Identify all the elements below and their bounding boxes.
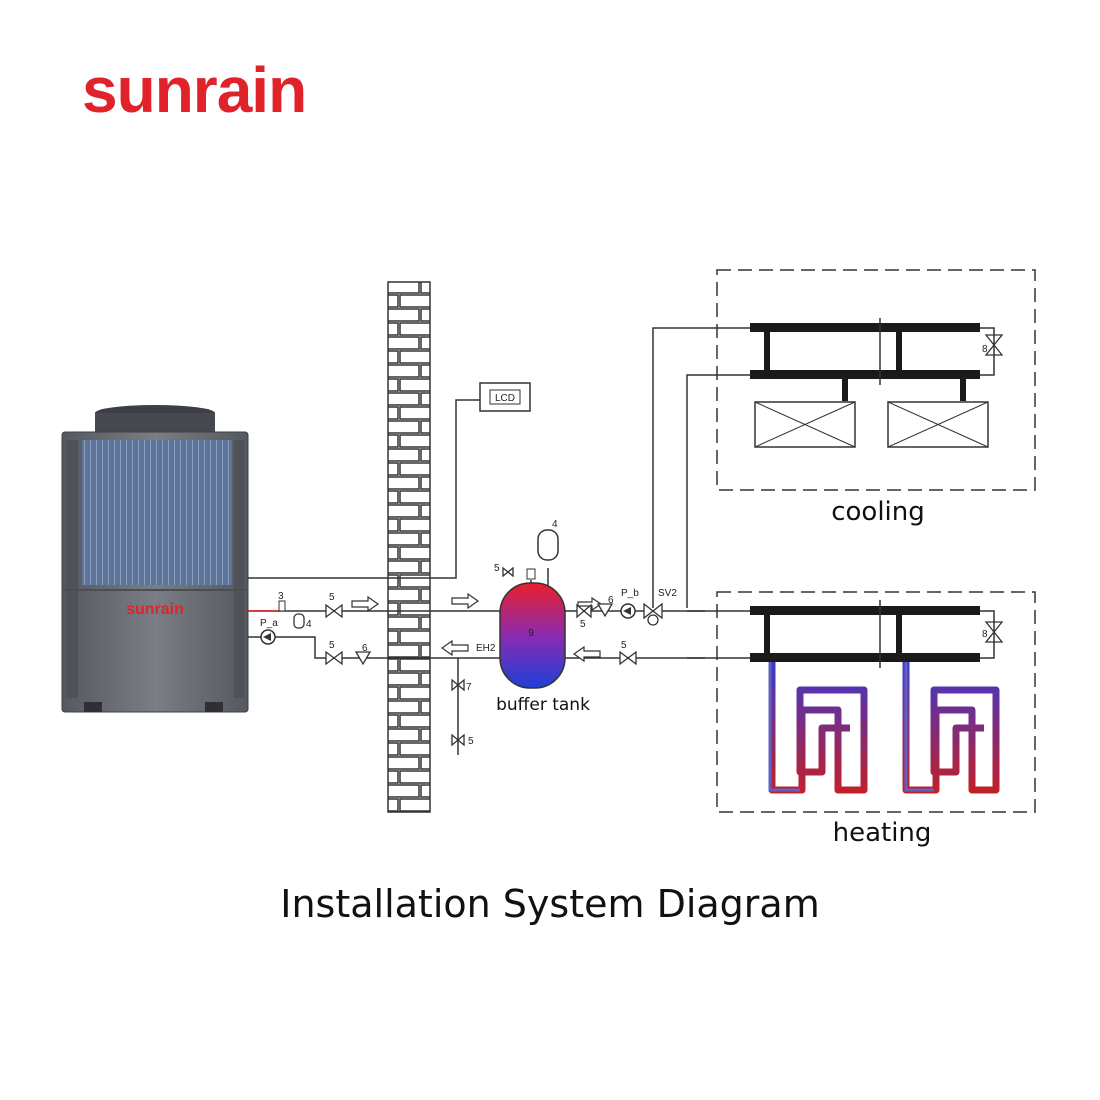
svg-text:7: 7 (466, 682, 472, 693)
expansion-tank-small (293, 613, 305, 629)
three-way-valve-sv2 (643, 602, 663, 626)
svg-text:P_a: P_a (260, 618, 278, 629)
svg-text:5: 5 (329, 592, 335, 603)
floor-heating-coils-inner (768, 662, 934, 792)
svg-text:5: 5 (580, 619, 586, 630)
heating-zone (716, 591, 1036, 813)
flow-arrows (351, 592, 603, 663)
heating-label: heating (833, 818, 932, 848)
expansion-tank (537, 529, 559, 561)
svg-text:3: 3 (278, 591, 284, 602)
svg-text:4: 4 (552, 519, 558, 530)
buffer-tank-label: buffer tank (496, 695, 590, 715)
sensor-3 (278, 600, 286, 612)
svg-text:4: 4 (306, 619, 312, 630)
svg-text:EH2: EH2 (476, 643, 496, 654)
svg-text:5: 5 (621, 640, 627, 651)
fan-coil-2 (887, 401, 989, 448)
svg-text:6: 6 (608, 595, 614, 606)
lcd-controller: LCD (479, 382, 531, 412)
svg-text:5: 5 (329, 640, 335, 651)
svg-text:5: 5 (494, 563, 500, 574)
unit-brand-badge: sunrain (126, 601, 184, 618)
brick-wall (387, 281, 431, 813)
tank-number: 9 (528, 628, 534, 639)
svg-text:P_b: P_b (621, 588, 639, 599)
pump-a (260, 629, 276, 645)
fan-coil-1 (754, 401, 856, 448)
svg-text:6: 6 (362, 643, 368, 654)
cooling-label: cooling (831, 497, 925, 527)
component-labels: 3 4 4 5 5 5 5 5 5 6 6 7 8 8 P_a P_b SV2 … (260, 344, 988, 747)
cooling-zone (716, 269, 1036, 491)
heating-manifold (750, 600, 995, 668)
svg-text:8: 8 (982, 344, 988, 355)
pump-b (620, 603, 636, 619)
svg-text:SV2: SV2 (658, 588, 677, 599)
tank-vent (526, 568, 536, 580)
svg-text:8: 8 (982, 629, 988, 640)
buffer-tank (499, 582, 566, 689)
svg-text:LCD: LCD (495, 393, 515, 404)
heat-pump-unit: sunrain (61, 405, 249, 713)
diagram-title: Installation System Diagram (280, 882, 820, 926)
cooling-manifold (750, 318, 995, 401)
brand-logo: sunrain (82, 54, 307, 126)
floor-heating-coils (768, 662, 1000, 794)
svg-text:5: 5 (468, 736, 474, 747)
